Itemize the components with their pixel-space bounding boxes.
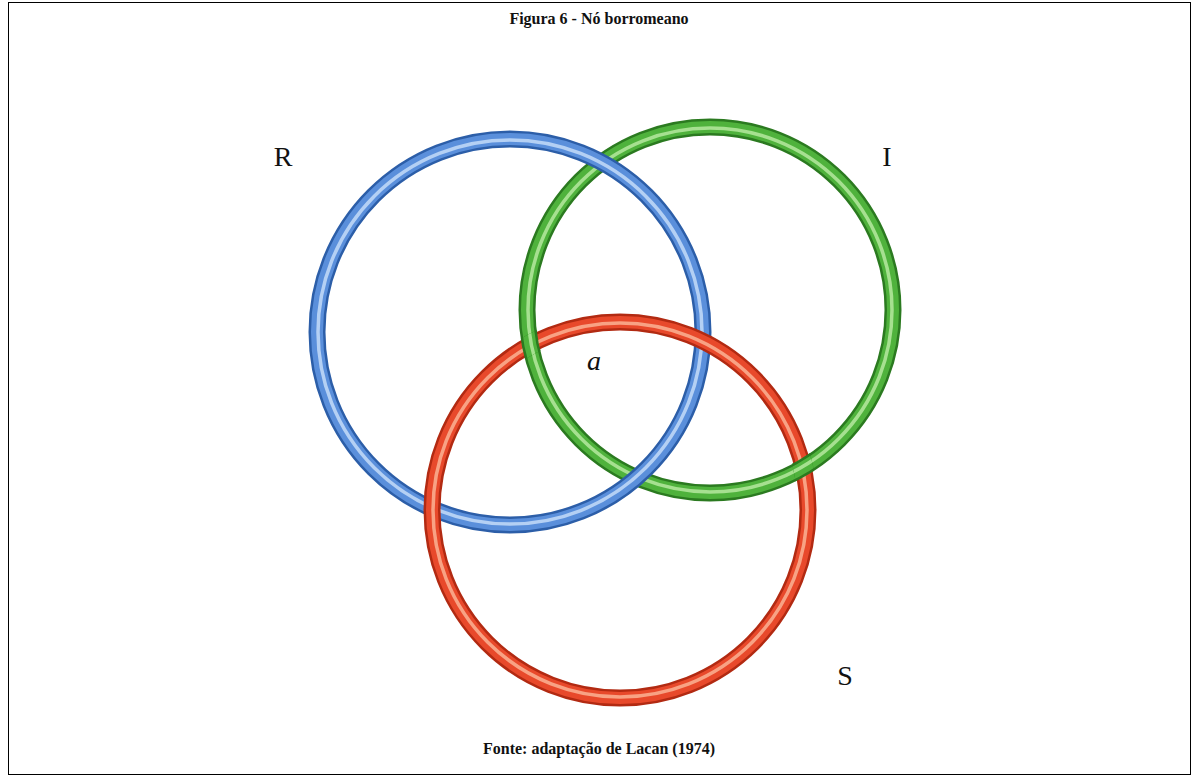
ring-highlight	[528, 128, 892, 492]
ring-highlight	[433, 323, 807, 697]
ring-body	[527, 127, 893, 493]
register-label: I	[880, 142, 893, 173]
register-label: R	[272, 142, 295, 173]
figure-caption: Fonte: adaptação de Lacan (1974)	[483, 740, 715, 758]
ring	[527, 127, 893, 493]
object-label: a	[585, 346, 603, 377]
register-label: S	[835, 661, 855, 692]
figure-title: Figura 6 - Nó borromeano	[509, 10, 688, 28]
ring-edge	[432, 322, 808, 698]
ring-crossing	[527, 127, 893, 493]
ring-edge	[527, 127, 893, 493]
ring	[432, 322, 808, 698]
ring-body	[432, 322, 808, 698]
figure-frame	[8, 2, 1191, 775]
